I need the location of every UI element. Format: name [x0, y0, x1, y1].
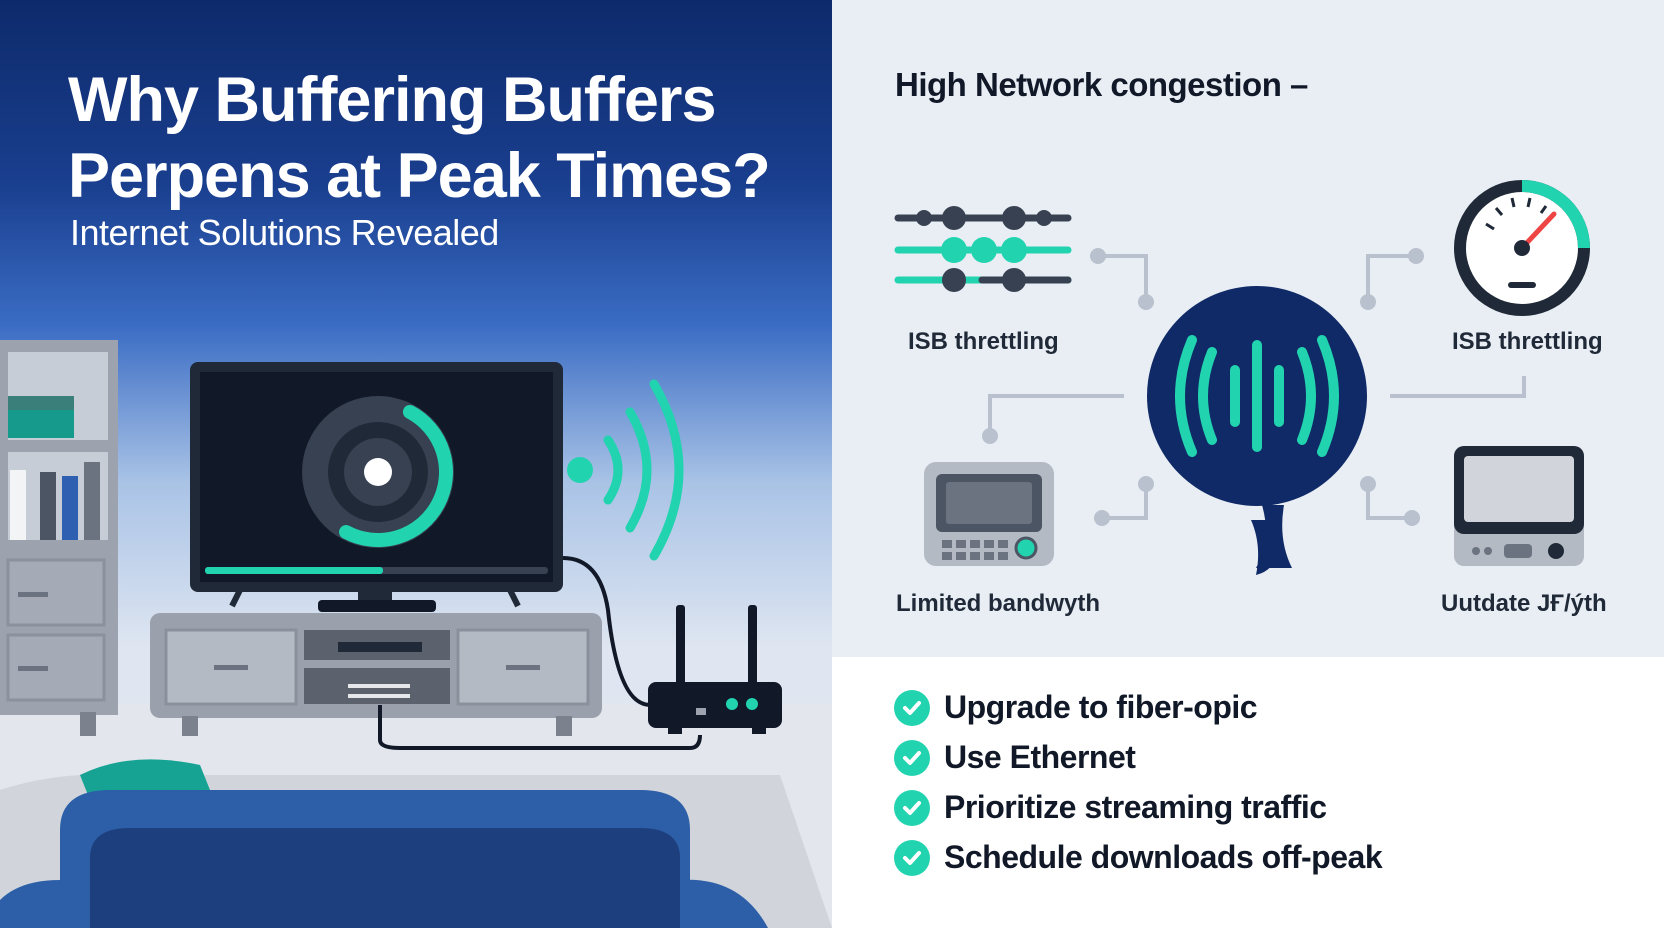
- signal-wave-bubble-icon: [1147, 286, 1367, 575]
- cause-label-outdated-hardware: Uutdate JҒ/ýth: [1441, 590, 1607, 617]
- title-line-2: Perpens at Peak Times?: [68, 141, 771, 211]
- check-icon: [894, 789, 930, 826]
- check-icon: [894, 739, 930, 776]
- page-subtitle: Internet Solutions Revealed: [70, 212, 499, 253]
- check-icon: [894, 689, 930, 726]
- cause-label-isp-throttling-gauge: ISB threttling: [1452, 328, 1603, 355]
- solution-item: Prioritize streaming traffic: [894, 789, 1327, 826]
- solutions-list: Upgrade to fiber-opic Use Ethernet Prior…: [832, 657, 1664, 928]
- tv-buffer-progress: [205, 567, 383, 574]
- network-device-icon: [924, 462, 1054, 566]
- solution-item: Use Ethernet: [894, 739, 1136, 776]
- check-icon: [894, 839, 930, 876]
- cause-label-limited-bandwidth: Limited bandwyth: [896, 590, 1100, 617]
- solution-text: Upgrade to fiber-opic: [944, 689, 1258, 725]
- hero-panel: Why Buffering Buffers Perpens at Peak Ti…: [0, 0, 832, 928]
- speedometer-gauge-icon: [1454, 180, 1590, 316]
- wifi-signal-icon: [567, 379, 684, 561]
- diagram-connectors: [988, 254, 1526, 520]
- equalizer-sliders-icon: [894, 206, 1072, 292]
- solution-item: Upgrade to fiber-opic: [894, 689, 1258, 726]
- solution-text: Schedule downloads off-peak: [944, 839, 1383, 875]
- living-room-illustration: [0, 340, 832, 928]
- solution-item: Schedule downloads off-peak: [894, 839, 1383, 876]
- tv-stand: [150, 613, 602, 736]
- cause-label-isp-throttling: ISB threttling: [908, 328, 1059, 355]
- causes-heading: High Network congestion –: [895, 66, 1308, 103]
- solution-text: Prioritize streaming traffic: [944, 789, 1327, 825]
- bookshelf: [0, 340, 118, 736]
- solution-text: Use Ethernet: [944, 739, 1136, 775]
- monitor-device-icon: [1454, 446, 1584, 566]
- television: [190, 362, 563, 612]
- title-line-1: Why Buffering Buffers: [68, 65, 716, 135]
- page-title: Why Buffering Buffers Perpens at Peak Ti…: [68, 62, 808, 214]
- causes-diagram: [894, 180, 1590, 575]
- sofa: [0, 759, 832, 928]
- router: [378, 556, 782, 750]
